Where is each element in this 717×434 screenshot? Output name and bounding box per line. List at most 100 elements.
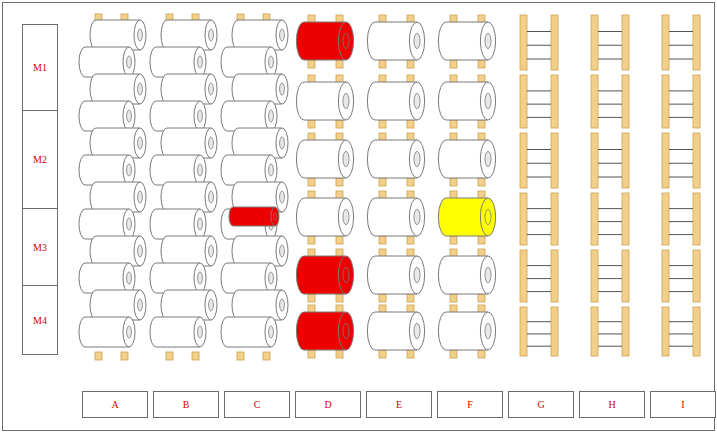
rack-foot [308, 60, 315, 68]
rack-foot [308, 350, 315, 358]
paper-roll [79, 263, 135, 293]
paper-roll [438, 256, 495, 294]
rack-foot [379, 60, 386, 68]
rack-foot [336, 236, 343, 244]
rack-rail [693, 75, 700, 128]
rack-foot [237, 352, 244, 360]
rack-rung [527, 45, 551, 46]
rack-rail [551, 133, 558, 188]
rack-rung [527, 291, 551, 292]
rack-rung [598, 31, 622, 32]
rack-rung [527, 265, 551, 266]
rack-rung [527, 321, 551, 322]
column-label: H [608, 399, 615, 410]
rack-foot [336, 178, 343, 186]
rack-rung [598, 177, 622, 178]
rack-rail [622, 15, 629, 70]
paper-roll [367, 312, 424, 350]
rack-foot [166, 352, 173, 360]
paper-roll [90, 236, 146, 266]
paper-roll [367, 256, 424, 294]
rack-rung [598, 346, 622, 347]
rack-rail [693, 15, 700, 70]
rack-foot [308, 178, 315, 186]
rack-rung [527, 90, 551, 91]
paper-roll [232, 236, 288, 266]
paper-roll [150, 47, 206, 77]
rack-foot [121, 352, 128, 360]
rack-rail [520, 250, 527, 302]
rack-rung [598, 321, 622, 322]
rack-foot [336, 350, 343, 358]
rack-rung [527, 221, 551, 222]
paper-roll [367, 140, 424, 178]
column-label: F [467, 399, 473, 410]
paper-roll [161, 20, 217, 50]
rack-rail [693, 307, 700, 356]
paper-roll [438, 140, 495, 178]
rack-rail [662, 75, 669, 128]
rack-rung [598, 291, 622, 292]
rack-rail [622, 193, 629, 245]
rack-rail [662, 193, 669, 245]
rack-rail [551, 193, 558, 245]
rack-rung [598, 104, 622, 105]
rack-rung [598, 149, 622, 150]
paper-roll [79, 317, 135, 347]
rack-foot [407, 236, 414, 244]
column-label: G [537, 399, 544, 410]
paper-roll [232, 128, 288, 158]
column-box: G [508, 391, 574, 418]
paper-roll [79, 47, 135, 77]
paper-roll [367, 22, 424, 60]
machine-label: M1 [33, 62, 47, 73]
paper-roll [438, 22, 495, 60]
rack-foot [450, 60, 457, 68]
column-label: E [396, 399, 402, 410]
paper-roll [161, 290, 217, 320]
machine-label: M2 [33, 154, 47, 165]
column-box: D [295, 391, 361, 418]
rack-rung [669, 177, 693, 178]
rack-foot [478, 60, 485, 68]
rack-rung [527, 177, 551, 178]
rack-foot [379, 294, 386, 302]
rack-rung [527, 346, 551, 347]
rack-rung [669, 221, 693, 222]
paper-roll [367, 198, 424, 236]
rack-rung [669, 45, 693, 46]
rack-foot [379, 120, 386, 128]
paper-roll [296, 198, 353, 236]
paper-roll [296, 22, 353, 60]
rack-rung [598, 208, 622, 209]
rack-rung [598, 45, 622, 46]
machine-box: M4 [22, 285, 58, 355]
rack-foot [478, 236, 485, 244]
rack-rung [527, 117, 551, 118]
paper-roll [221, 155, 277, 185]
rack-rung [527, 234, 551, 235]
rack-rung [669, 265, 693, 266]
rack-rung [669, 333, 693, 334]
paper-roll [296, 256, 353, 294]
rack-rail [520, 15, 527, 70]
paper-roll [367, 82, 424, 120]
rack-rung [669, 278, 693, 279]
rack-rung [527, 278, 551, 279]
rack-rung [669, 208, 693, 209]
rack-foot [407, 120, 414, 128]
rack-rung [598, 90, 622, 91]
paper-roll [79, 101, 135, 131]
rack-rung [527, 208, 551, 209]
rack-rung [669, 234, 693, 235]
machine-label: M4 [33, 315, 47, 326]
paper-roll [296, 82, 353, 120]
column-box: F [437, 391, 503, 418]
rack-foot [450, 178, 457, 186]
machine-box: M1 [22, 24, 58, 111]
rack-foot [192, 352, 199, 360]
rack-rung [669, 90, 693, 91]
rack-foot [450, 120, 457, 128]
column-label: C [254, 399, 261, 410]
